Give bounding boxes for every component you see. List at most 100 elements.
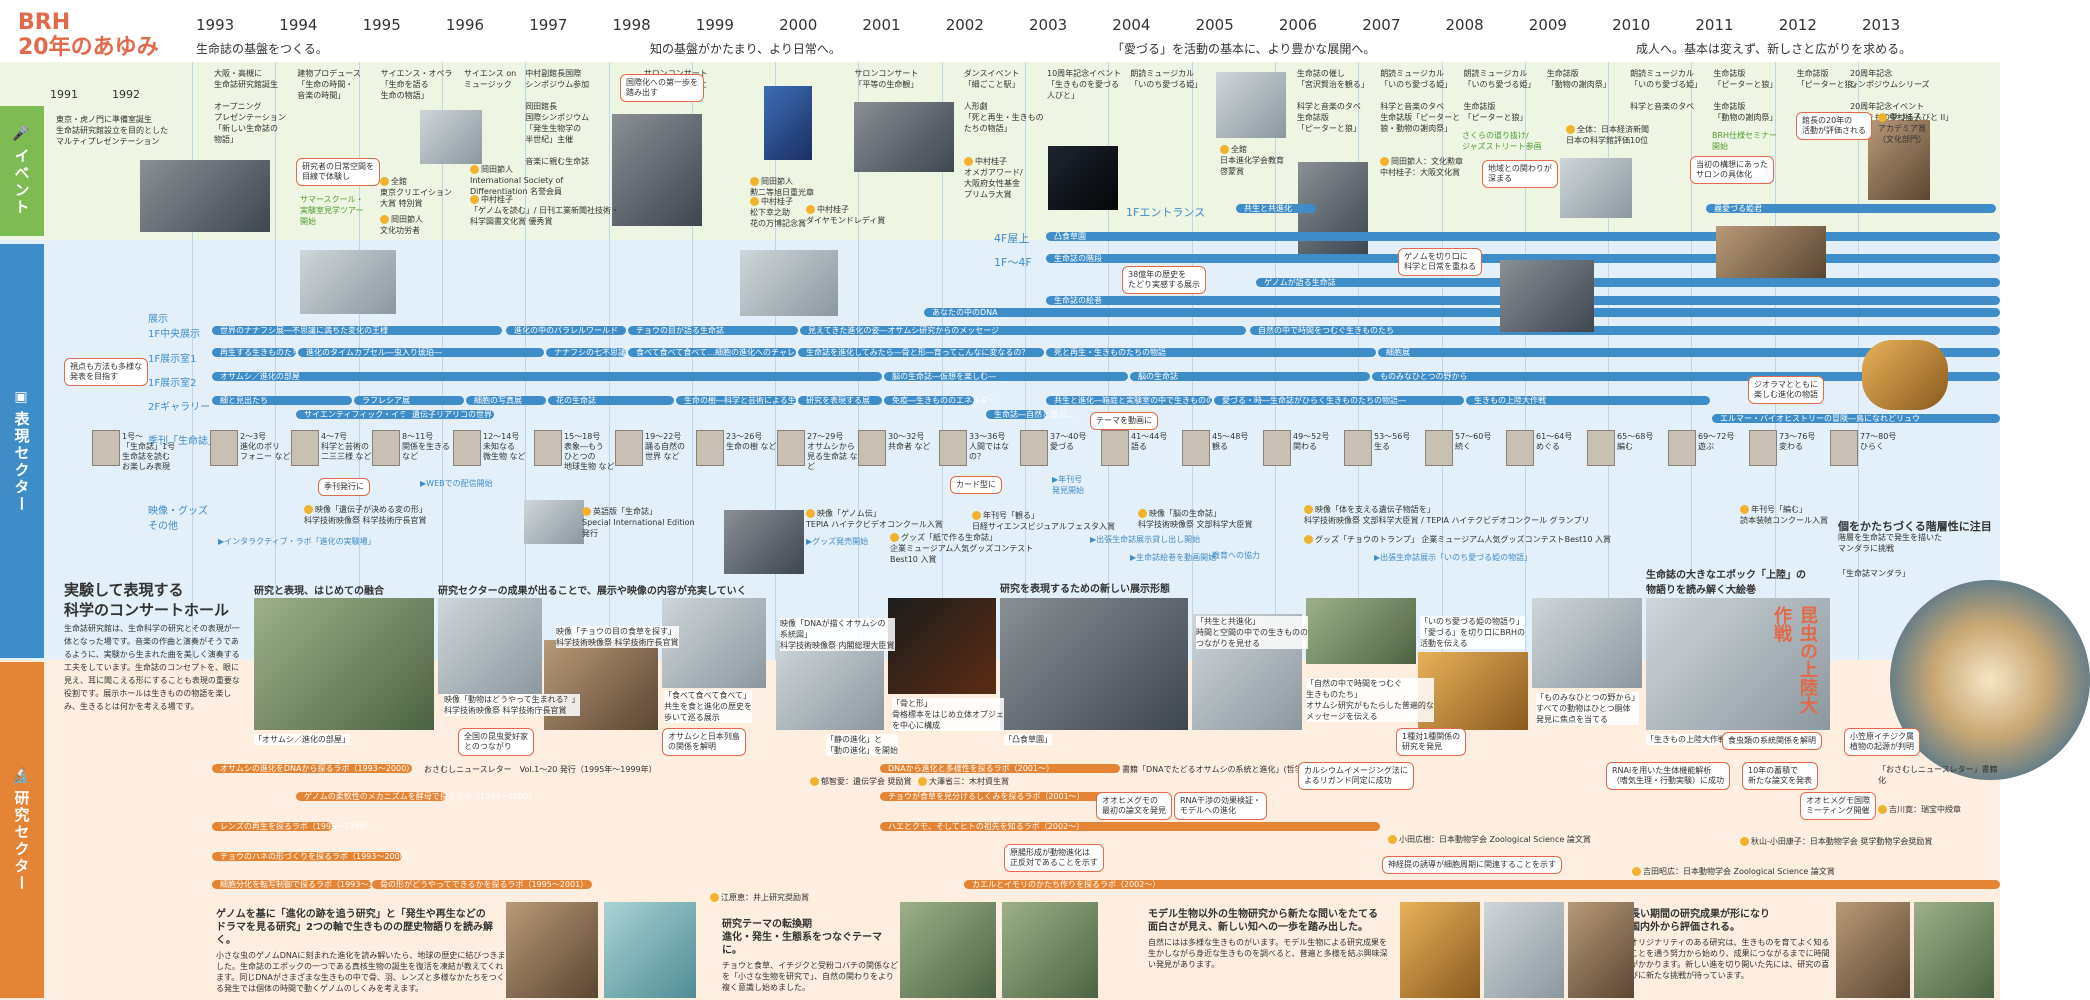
event-photo-opening	[140, 160, 270, 232]
issue-cover	[1506, 430, 1534, 466]
research-note-6: 江原恵：井上研究奨励賞	[710, 892, 809, 903]
event-photo-anniversary	[1048, 146, 1118, 210]
event-1991: 東京・虎ノ門に準備室誕生生命誌研究館設立を目的とした マルティプレゼンテーション	[56, 114, 186, 147]
year-separator-1994	[275, 62, 277, 660]
award-1: 全館 東京クリエイション 大賞 特別賞	[380, 176, 452, 209]
media-item-8: グッズ「チョウのトランプ」 企業ミュージアム人気グッズコンテストBest10 入…	[1304, 534, 1611, 545]
issue-label: 15～18号 表象―もう ひとつの 地球生物 など	[564, 432, 615, 471]
issue-cover	[1425, 430, 1453, 466]
expr-callout-6: ゲノムを切り口に 科学と日常を重ねる	[1398, 248, 1482, 276]
expr-bar-bars_row4-11: 愛づる・時―生命誌がひらく生きものたちの物語―	[1214, 396, 1464, 405]
expr-note-8: ▶出張生命誌展示「いのち愛づる姫の物語」	[1374, 553, 1533, 562]
research-note-text: 小田広樹：日本動物学会 Zoological Science 論文賞	[1399, 835, 1591, 844]
year-separator-1993	[192, 62, 193, 660]
research-summary-body: 自然にはは多様な生きものがいます。モデル生物による研究成果を生かしながら身近な生…	[1148, 938, 1388, 969]
expr-bar-bars_row4-7: 研究を表現する展	[798, 396, 882, 405]
award-text: 岡田節人 International Society of Differenti…	[470, 165, 564, 196]
year-separator-2001	[858, 62, 860, 660]
research-callout-7: 10年の蓄積で 新たな論文を発表	[1742, 762, 1818, 790]
issue-cover	[1830, 430, 1858, 466]
floor-1f-entrance: 1Fエントランス	[1126, 206, 1206, 219]
expr-bar-bars_row1-0: 世界のナナフシ展―不思議に満ちた変化の王様	[212, 326, 502, 335]
row-label-room2: 1F展示室2	[148, 378, 197, 389]
year-2006: 2006	[1278, 16, 1318, 34]
award-medal-icon	[890, 533, 899, 542]
research-summary-title: 長い期間の研究成果が形になり 国内外から評価される。	[1630, 909, 1770, 933]
media-item-text: 映像「ゲノム伝」 TEPIA ハイテクビデオコンクール入賞	[806, 509, 943, 529]
issue-cover	[1101, 430, 1129, 466]
award-medal-icon	[1878, 113, 1887, 122]
issue-cover	[453, 430, 481, 466]
issue-cover	[1749, 430, 1777, 466]
concert-callout-2: オサムシと日本列島 の関係を解明	[662, 728, 746, 756]
concert-photo-skeleton	[888, 598, 996, 694]
year-separator-2011	[1691, 62, 1693, 660]
research-callout-6: RNAiを用いた生体機能解析 （嗜気生理・行動実験）に成功	[1606, 762, 1730, 790]
research-note-text: 大澤省三：木村資生賞	[929, 777, 1009, 786]
expr-bar-bars_row3-0: オサムシ／進化の部屋	[212, 372, 882, 381]
concert-label-10: 「自然の中で時間をつむぐ 生きものたち」 オサムシ研究がもたらした普遍的な メッ…	[1306, 678, 1434, 722]
year-separator-2003	[1025, 62, 1026, 660]
award-text: 全体：日本経済新聞 日本の科学館評価10位	[1566, 125, 1649, 145]
research-callout-4: 原腸形成が動物進化は 正反対であることを示す	[1004, 844, 1104, 872]
brand-title: BRH 20年のあゆみ	[18, 10, 159, 60]
concert-photo-princess	[1418, 652, 1528, 730]
event-2010: 朗読ミュージカル 「いのち愛づる姫」 科学と音楽のタベ	[1630, 69, 1703, 111]
award-medal-icon	[806, 205, 815, 214]
media-item-7: 映像「体を支える遺伝子物語を」 科学技術映像祭 文部科学大臣賞 / TEPIA …	[1304, 504, 1589, 526]
concert-label-11: 「いのち愛づる姫の物語り」 「愛づる」を切り口にBRHの 活動を伝える	[1420, 616, 1526, 649]
issue-cover	[1020, 430, 1048, 466]
expr-bar-bars_top-4: ゲノムが語る生命誌	[1256, 278, 2000, 287]
res-photo-newt	[1568, 902, 1634, 998]
expr-bar-bars_row3-2: 脳の生命誌	[1130, 372, 1370, 381]
issue-label: 2～3号 進化のポリ フォニー など	[240, 432, 291, 461]
research-summary-title: モデル生物以外の生物研究から新たな問いをたてる 面白さが見え、新しい知への一歩を…	[1148, 909, 1378, 933]
expr-bar-bars_row2-4: 生命誌を進化してみたら―骨と形―育ってこんなに変なるの？	[798, 348, 1044, 357]
year-separator-1998	[608, 62, 610, 660]
issue-label: 41～44号 語る	[1131, 432, 1168, 451]
award-text: 中村桂子 オメガアワード/ 大阪府女性基金 プリムラ大賞	[964, 157, 1023, 199]
concert-label-9: 「共生と共進化」 時間と空間の中での生きものの つながりを見せる	[1196, 616, 1308, 649]
event-2009: 生命誌版 「動物の謝肉祭」	[1546, 69, 1611, 89]
event-link-1: サマースクール・ 実験室見学ツアー 開始	[300, 195, 364, 226]
event-1995: サイエンス・オペラ 「生命を語る 生命の物語」	[380, 69, 453, 100]
expr-photo-1	[300, 250, 396, 314]
year-separator-1999	[691, 62, 693, 660]
issue-cover	[1344, 430, 1372, 466]
year-2013: 2013	[1862, 16, 1901, 34]
research-summary-title: ゲノムを基に「進化の跡を追う研究」と「発生や再生などの ドラマを見る研究」2つの…	[216, 909, 493, 946]
award-medal-icon	[750, 177, 759, 186]
era-1: 生命誌の基盤をつくる。	[196, 42, 328, 56]
row-label-quarterly: 季刊「生命誌」	[148, 436, 218, 447]
expr-bar-bars_row4-12: 生きもの上陸大作戦	[1466, 396, 1710, 405]
media-item-1: 映像「遺伝子が決める変の形」 科学技術映像祭 科学技術庁長官賞	[304, 504, 427, 526]
year-2008: 2008	[1445, 16, 1484, 34]
expr-photo-3	[1500, 260, 1594, 332]
research-summary-1: ゲノムを基に「進化の跡を追う研究」と「発生や再生などの ドラマを見る研究」2つの…	[216, 908, 506, 994]
year-separator-1995	[358, 62, 360, 660]
media-item-text: グッズ「紙で作る生命誌」 企業ミュージアム人気グッズコンテスト Best10 入…	[890, 533, 1034, 564]
side-tab-research-label: 研究セクター	[12, 790, 31, 892]
issue-label: 1号～ 「生命誌」1号 生命誌を読むお楽しみ表現	[122, 432, 176, 471]
expr-bar-bars_row4-3: 遺伝子リアリコの世界	[404, 410, 494, 419]
expr-bar-bars_row4-9: 生命誌―自然と遊ぶ…	[986, 410, 1074, 419]
concert-callout-3: 1種対1種関係の 研究を発見	[1396, 728, 1467, 756]
event-photo-opera	[420, 110, 482, 164]
concert-title: 実験して表現する 科学のコンサートホール	[64, 581, 230, 619]
research-lab-bar-9: ハエとクモ、そしてヒトの祖先を知るラボ（2002～）	[880, 822, 1380, 831]
media-item-text: 英語版「生命誌」 Special International Edition 発…	[582, 507, 695, 538]
award-6: 中村桂子 松下幸之助 花の万博記念賞	[750, 196, 806, 229]
issue-cover	[372, 430, 400, 466]
right-text-title: 個をかたちづくる階層性に注目	[1838, 520, 1992, 533]
expr-photo-goods	[724, 510, 804, 574]
concert-photo-garden	[1000, 598, 1188, 730]
event-2003: 10周年記念イベント 「生きものを愛づる 人びと」	[1047, 69, 1122, 100]
award-12: 中村桂子 アカデミア賞 （文化部門）	[1878, 112, 1926, 145]
floor-4f-roof: 4F屋上	[994, 232, 1030, 245]
issue-label: 65～68号 編む	[1617, 432, 1654, 451]
issue-cover	[615, 430, 643, 466]
year-separator-2002	[941, 62, 943, 660]
research-callout-8: オオヒメグモ国際 ミーティング開催	[1800, 792, 1876, 820]
award-text: 中村桂子 アカデミア賞 （文化部門）	[1878, 113, 1926, 144]
issue-label: 49～52号 関わる	[1293, 432, 1330, 451]
